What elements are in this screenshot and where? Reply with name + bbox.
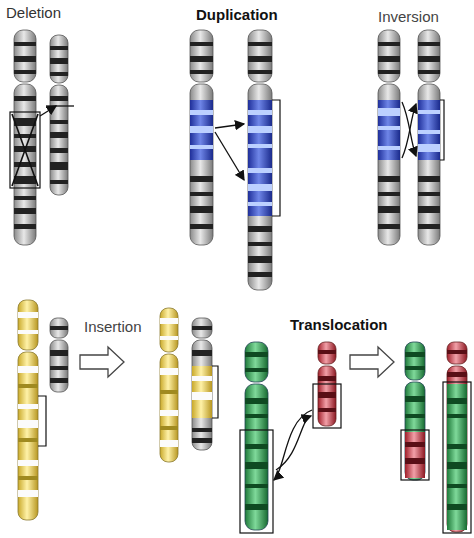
mutation-title: Inversion [378, 8, 439, 25]
mutation-title: Deletion [6, 4, 61, 21]
mutation-title: Translocation [290, 316, 388, 333]
mutation-title: Duplication [196, 6, 278, 23]
mutation-title: Insertion [84, 318, 142, 335]
